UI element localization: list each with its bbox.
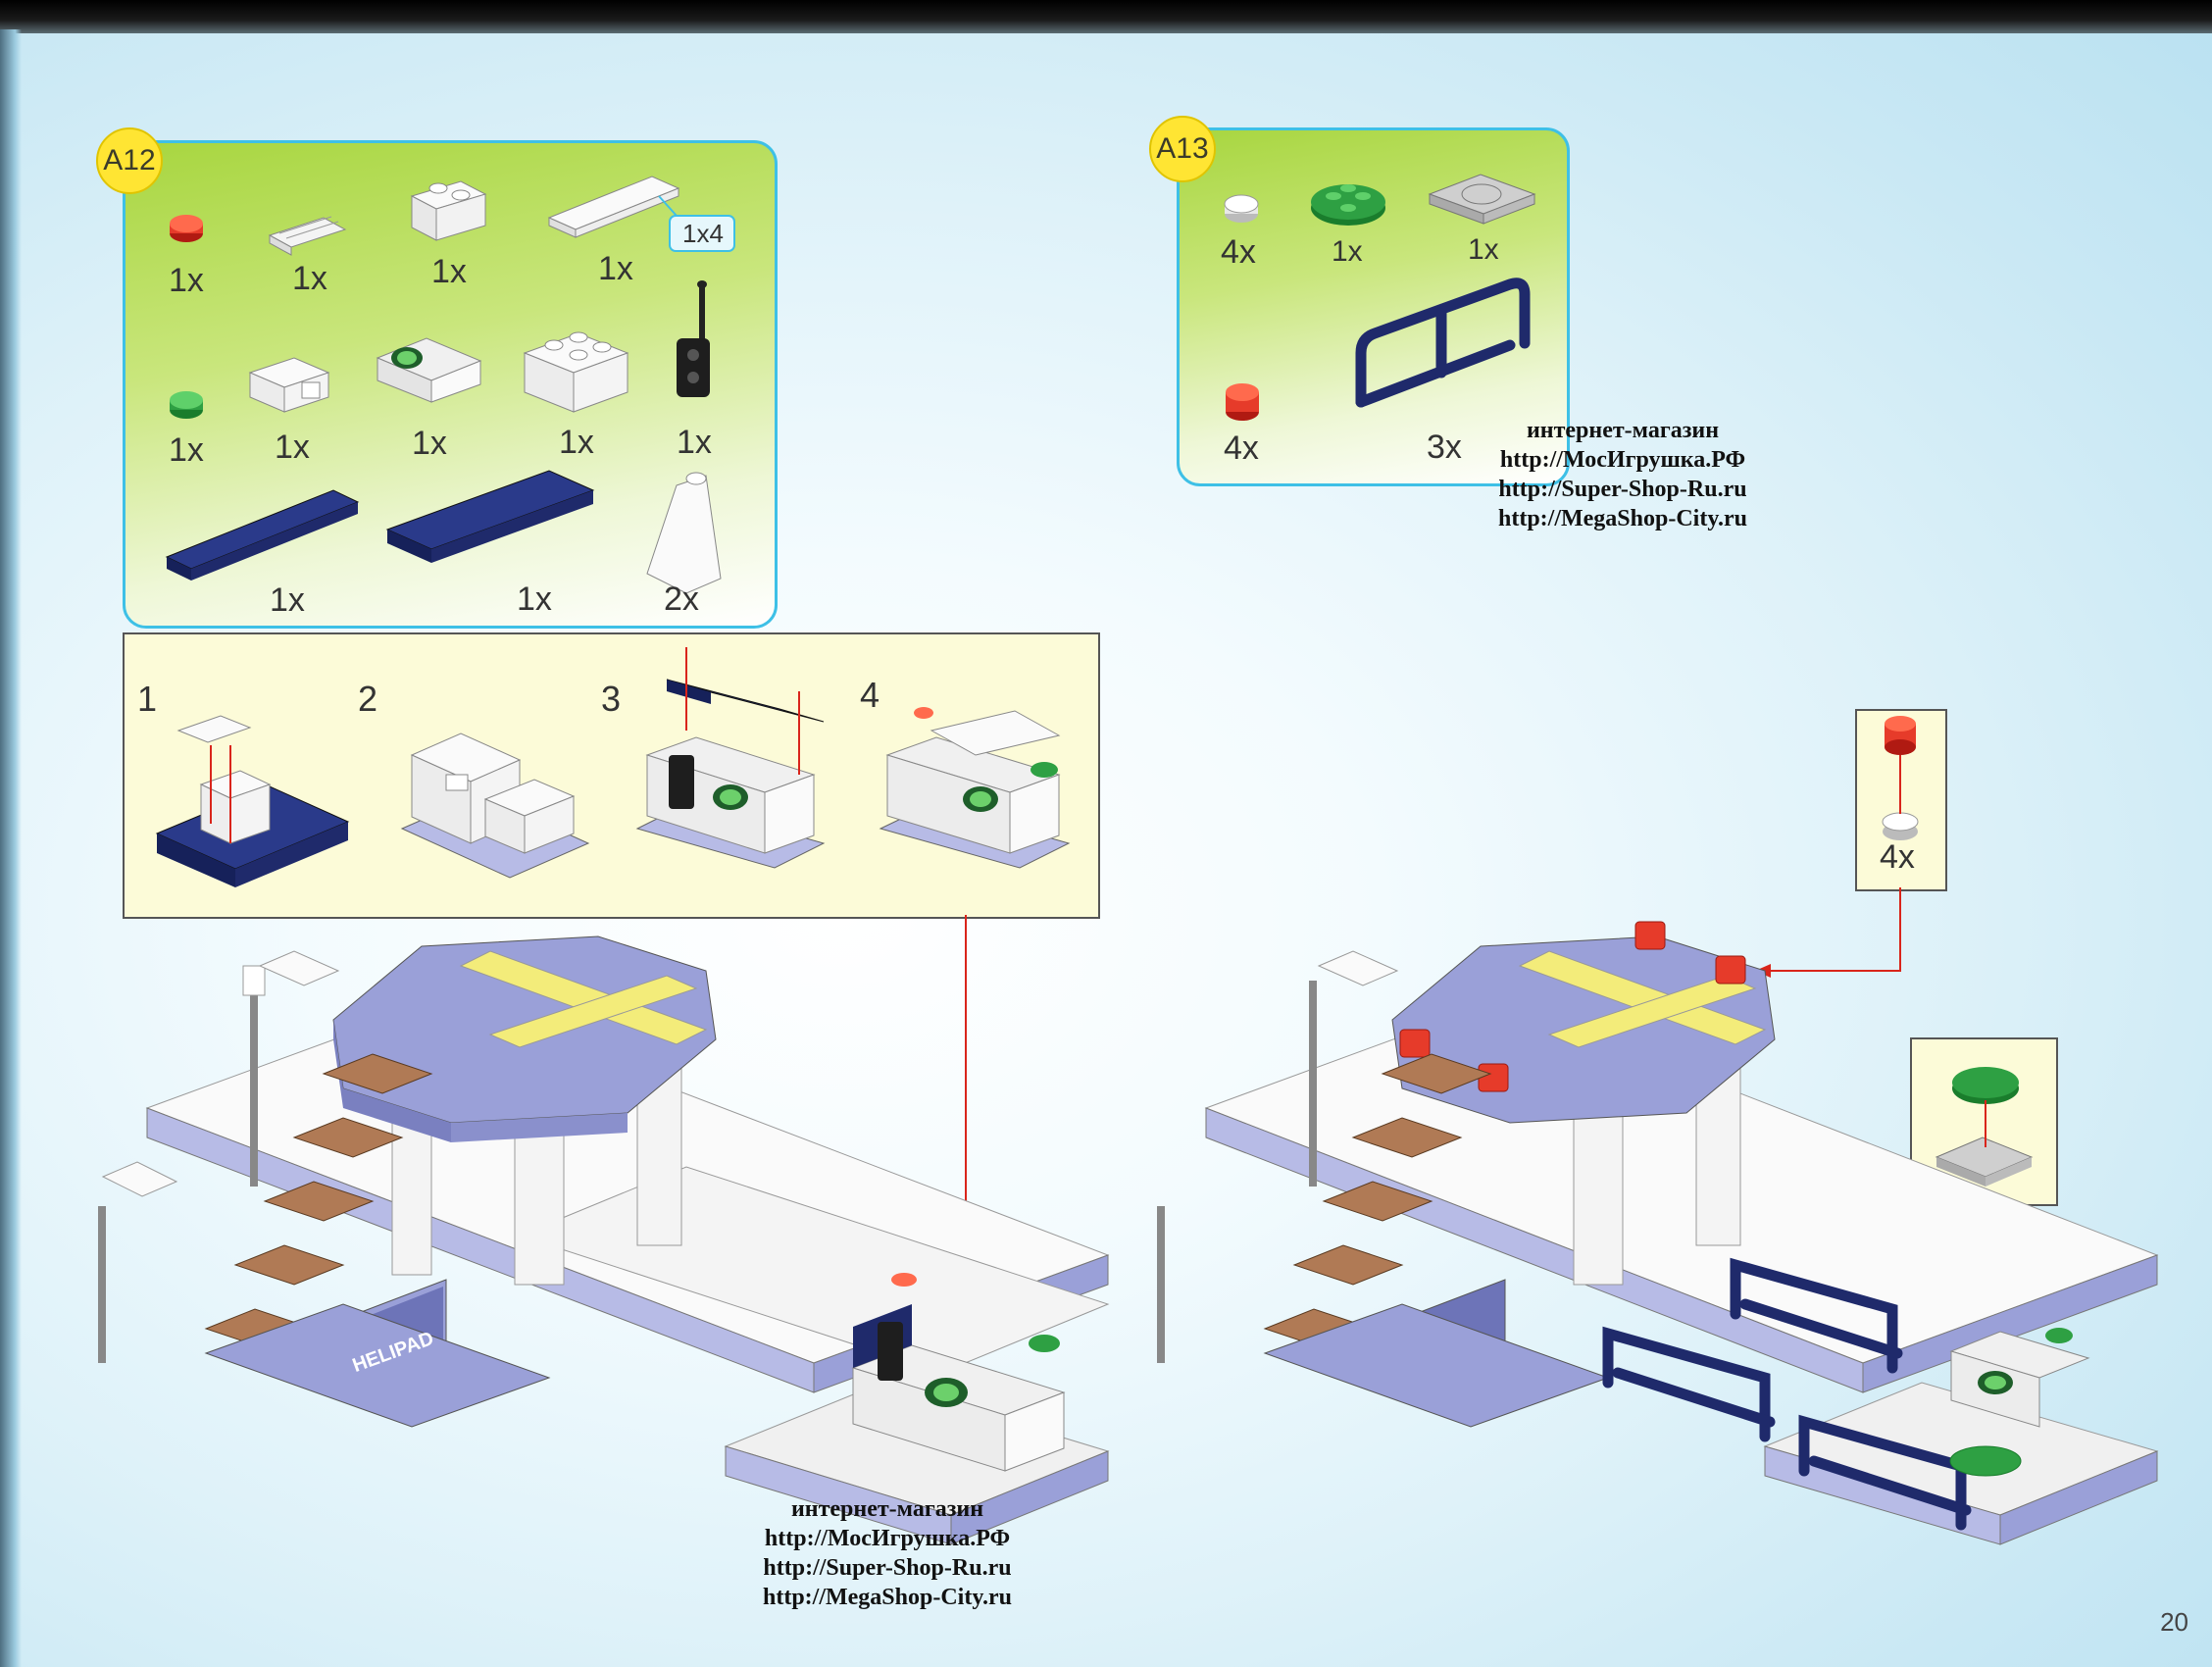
substep-number: 3 <box>601 679 622 719</box>
part-qty: 1x <box>1468 233 1499 266</box>
step-badge-a12: A12 <box>96 127 163 194</box>
green-round-stud-icon <box>170 391 203 419</box>
scan-top-edge <box>0 0 2212 33</box>
substep-4-illustration <box>879 707 1071 869</box>
part-qty: 1x <box>169 262 204 299</box>
substep-number: 1 <box>137 679 158 719</box>
part-qty: 1x <box>677 424 712 461</box>
part-qty: 4x <box>1224 429 1259 467</box>
substep-3-illustration <box>635 647 826 869</box>
size-tag <box>658 195 735 252</box>
red-round-stud-icon <box>170 215 203 242</box>
substep-number: 4 <box>860 675 880 715</box>
white-tile-1x4-icon <box>547 176 680 238</box>
part-qty: 2x <box>664 581 699 618</box>
white-clip-brick-icon <box>248 357 330 413</box>
shop-link: http://MegaShop-City.ru <box>1497 506 1747 531</box>
white-brick-2x2-icon <box>523 331 629 413</box>
shop-link: http://MegaShop-City.ru <box>762 1585 1012 1610</box>
step-badge-a13: A13 <box>1149 116 1216 182</box>
radar-console-slope-icon <box>376 337 482 403</box>
red-beacon-icons <box>1399 921 1746 1092</box>
shop-link: http://Super-Shop-Ru.ru <box>763 1555 1012 1581</box>
shop-title: интернет-магазин <box>1526 418 1720 443</box>
white-grille-tile-icon <box>268 216 347 256</box>
red-round-stud-icon <box>1885 716 1916 755</box>
binding-edge <box>0 29 22 1667</box>
part-qty: 4x <box>1221 233 1256 271</box>
shop-watermark-top: интернет-магазин http://МосИгрушка.РФ ht… <box>1466 416 1780 533</box>
part-qty: 3x <box>1427 429 1462 466</box>
part-qty: 1x <box>598 250 633 287</box>
green-round-plate-icon <box>1311 184 1385 226</box>
part-qty: 1x <box>292 260 327 297</box>
part-qty: 1x <box>559 424 594 461</box>
walkie-talkie-icon <box>677 280 710 397</box>
red-round-stud-icon <box>1226 383 1259 421</box>
navy-plate-1x6-icon <box>165 489 360 581</box>
part-qty: 1x <box>1332 235 1363 268</box>
green-round-plate-icon <box>1952 1067 2019 1104</box>
size-tag-label: 1x4 <box>682 219 724 248</box>
page-number: 20 <box>2160 1607 2188 1637</box>
part-qty: 1x <box>270 581 305 619</box>
shop-watermark-bottom: интернет-магазин http://МосИгрушка.РФ ht… <box>730 1494 1044 1612</box>
part-qty: 1x <box>517 581 552 618</box>
grey-turntable-icon <box>1428 174 1536 225</box>
substep-number: 2 <box>358 679 378 719</box>
navy-fence-icon <box>1355 278 1531 408</box>
shop-title: интернет-магазин <box>790 1496 984 1522</box>
part-qty: 1x <box>431 253 467 290</box>
shop-link: http://Super-Shop-Ru.ru <box>1498 477 1747 502</box>
staircase <box>204 1053 433 1349</box>
navy-plate-2x6-icon <box>385 470 595 563</box>
grey-turntable-icon <box>1935 1137 2034 1187</box>
part-qty: 1x <box>412 425 447 462</box>
shop-link: http://МосИгрушка.РФ <box>1499 447 1746 473</box>
white-round-plate-icon <box>1224 194 1259 223</box>
part-qty: 1x <box>169 431 204 469</box>
white-slope-icon <box>646 472 722 594</box>
substep-1-illustration <box>155 715 350 887</box>
part-qty: 1x <box>275 429 310 466</box>
substep-2-illustration <box>400 732 590 879</box>
callout-qty: 4x <box>1880 838 1915 876</box>
shop-link: http://МосИгрушка.РФ <box>764 1526 1011 1551</box>
white-grille-brick-icon <box>410 180 487 241</box>
fence-icons <box>1602 1257 1972 1531</box>
